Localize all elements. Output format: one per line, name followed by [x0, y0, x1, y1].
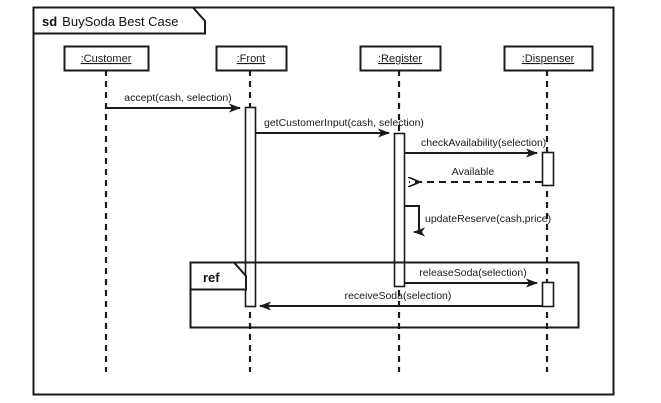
message-arrow-update-reserve-self	[404, 205, 425, 237]
activation-bar-dispenser-2[interactable]	[541, 281, 555, 308]
lifeline-label-register: :Register	[378, 53, 422, 65]
message-label-available-return: Available	[452, 166, 495, 178]
message-label-release-soda: releaseSoda(selection)	[419, 267, 526, 279]
message-label-receive-soda: receiveSoda(selection)	[345, 290, 452, 302]
message-label-get-customer-input: getCustomerInput(cash, selection)	[264, 117, 424, 129]
lifeline-head-customer[interactable]	[63, 45, 150, 72]
activation-bar-front[interactable]	[244, 106, 257, 308]
message-label-accept: accept(cash, selection)	[124, 92, 231, 104]
lifeline-head-dispenser[interactable]	[503, 45, 594, 72]
message-check-availability[interactable]: checkAvailability(selection)	[404, 137, 546, 158]
message-label-update-reserve-self: updateReserve(cash,price)	[425, 213, 551, 225]
frame-label: sd BuySoda Best Case	[42, 14, 179, 29]
ref-fragment[interactable]: ref	[189, 261, 580, 329]
lifeline-label-dispenser: :Dispenser	[522, 53, 575, 65]
frame-label-tab	[32, 6, 206, 35]
message-receive-soda[interactable]: receiveSoda(selection)	[259, 290, 542, 311]
lifeline-label-front: :Front	[237, 53, 266, 65]
lifeline-head-front[interactable]	[215, 45, 288, 72]
lifeline-front[interactable]: :Front	[215, 45, 288, 373]
message-update-reserve-self[interactable]: updateReserve(cash,price)	[404, 205, 551, 237]
lifeline-register[interactable]: :Register	[359, 45, 442, 373]
ref-fragment-tab	[189, 261, 247, 291]
message-accept[interactable]: accept(cash, selection)	[106, 92, 241, 113]
lifeline-label-customer: :Customer	[81, 53, 132, 65]
message-get-customer-input[interactable]: getCustomerInput(cash, selection)	[255, 117, 424, 138]
ref-fragment-label: ref	[203, 270, 220, 285]
message-available-return[interactable]: Available	[409, 166, 542, 182]
lifeline-dispenser[interactable]: :Dispenser	[503, 45, 594, 373]
activation-bar-dispenser-1[interactable]	[541, 151, 555, 187]
diagram-frame: sd BuySoda Best Case	[32, 6, 615, 396]
message-release-soda[interactable]: releaseSoda(selection)	[404, 267, 538, 288]
activation-bar-register[interactable]	[393, 132, 406, 288]
lifeline-head-register[interactable]	[359, 45, 442, 72]
frame-keyword: sd	[42, 14, 57, 29]
message-label-check-availability: checkAvailability(selection)	[421, 137, 546, 149]
lifeline-customer[interactable]: :Customer	[63, 45, 150, 373]
frame-name: BuySoda Best Case	[62, 14, 178, 29]
